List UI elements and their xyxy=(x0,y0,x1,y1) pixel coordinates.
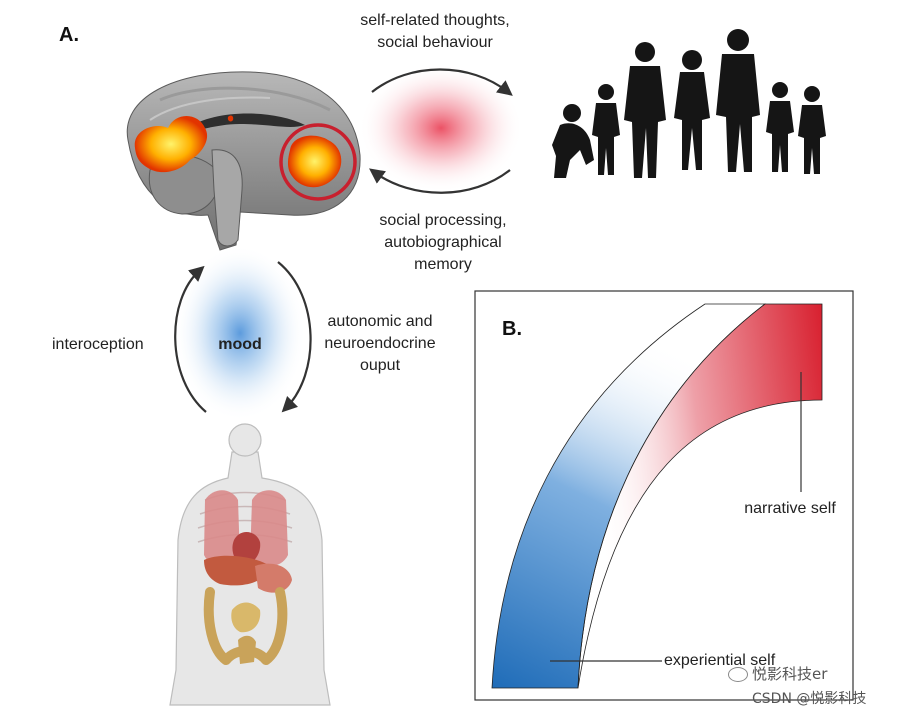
person-silhouette xyxy=(798,86,826,174)
body-organs-illustration xyxy=(169,423,331,706)
people-silhouettes xyxy=(552,29,826,178)
narrative-self-band xyxy=(577,303,823,689)
self-related-thoughts-label: self-related thoughts, social behaviour xyxy=(340,10,530,54)
label-line: self-related thoughts, xyxy=(360,12,510,29)
label-line: social behaviour xyxy=(377,34,493,51)
person-silhouette xyxy=(766,82,794,172)
autonomic-output-label: autonomic and neuroendocrine ouput xyxy=(305,311,455,377)
person-silhouette xyxy=(624,42,666,178)
label-line: ouput xyxy=(359,357,401,374)
panel-a-label: A. xyxy=(59,24,79,46)
label-line: memory xyxy=(414,256,472,273)
wechat-icon xyxy=(728,667,748,682)
social-processing-label: social processing, autobiographical memo… xyxy=(348,210,538,276)
mood-label: mood xyxy=(218,336,262,353)
mood-glow xyxy=(174,245,306,421)
person-silhouette xyxy=(552,104,594,178)
experiential-self-label: experiential self xyxy=(664,652,776,669)
brain-illustration xyxy=(126,71,361,251)
arrow-to-brain xyxy=(369,168,511,194)
arrow-to-social xyxy=(371,68,513,96)
label-line: autonomic and xyxy=(327,313,433,330)
label-line: neuroendocrine xyxy=(324,335,436,352)
narrative-self-label: narrative self xyxy=(744,500,836,517)
person-silhouette xyxy=(674,50,710,170)
watermark-line1: 悦影科技er xyxy=(728,663,827,684)
watermark-line2: CSDN @悦影科技 xyxy=(752,691,867,707)
watermark-text: 悦影科技er xyxy=(752,665,828,683)
panel-b-label: B. xyxy=(502,318,522,340)
interoception-label: interoception xyxy=(52,336,144,353)
social-glow xyxy=(359,64,523,192)
arrow-autonomic-output xyxy=(277,261,312,413)
highlight-circle xyxy=(279,123,357,201)
label-line: social processing, xyxy=(379,212,507,229)
label-line: autobiographical xyxy=(384,234,502,251)
person-silhouette xyxy=(592,84,620,175)
arrow-interoception xyxy=(174,265,207,413)
person-silhouette xyxy=(716,29,760,172)
